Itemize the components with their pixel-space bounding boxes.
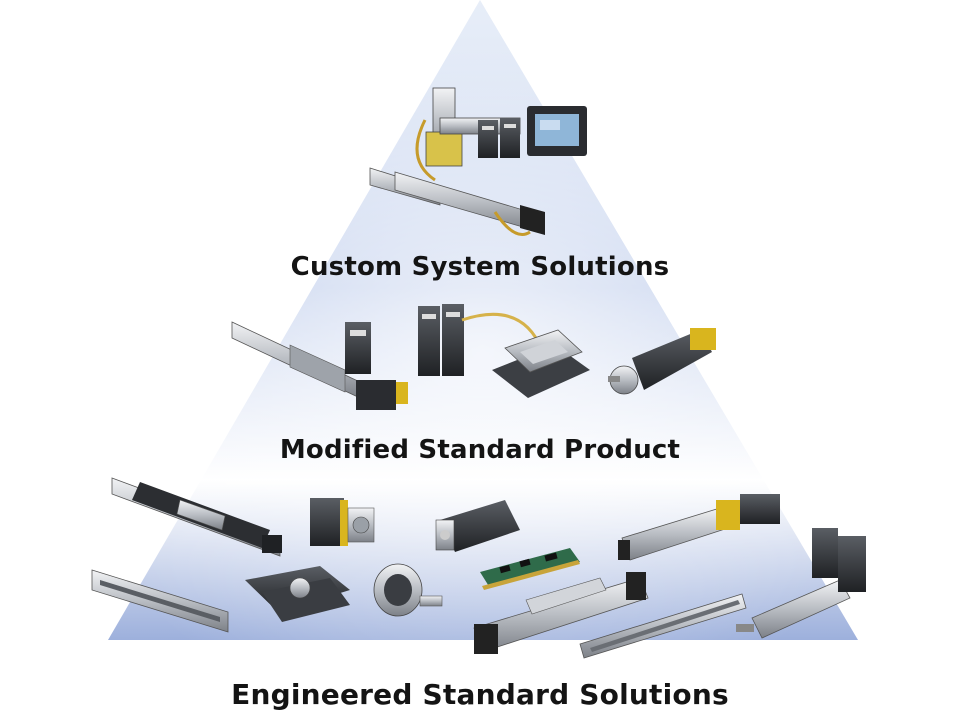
planetary-gearhead-image — [373, 563, 443, 617]
controller-card-image — [480, 548, 580, 590]
linear-stage-long-image — [111, 477, 282, 557]
modified-actuator-image — [231, 321, 408, 410]
long-travel-rail-image — [579, 593, 747, 659]
tier-label-modified-standard-product: Modified Standard Product — [279, 435, 681, 465]
brushless-motor-image — [435, 500, 520, 552]
tier-label-engineered-standard-solutions: Engineered Standard Solutions — [231, 678, 729, 711]
servo-motor-image — [310, 498, 375, 546]
gantry-robot-system-image — [369, 87, 587, 236]
tier-label-custom-system-solutions: Custom System Solutions — [290, 252, 670, 282]
rod-actuator-image — [736, 528, 866, 639]
xy-stage-image — [492, 329, 590, 398]
pyramid-highlight — [108, 0, 858, 640]
electric-cylinder-image — [618, 494, 780, 561]
linear-motor-stage-image — [91, 569, 229, 633]
rotary-table-image — [245, 566, 350, 622]
belt-drive-actuator-image — [473, 572, 649, 654]
gearhead-motor-image — [608, 328, 716, 395]
